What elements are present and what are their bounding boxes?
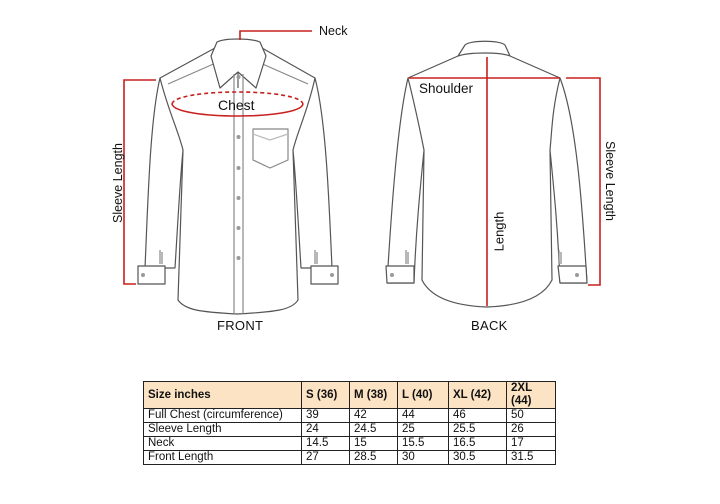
neck-label: Neck bbox=[319, 24, 348, 38]
table-cell: 25.5 bbox=[448, 422, 507, 437]
back-caption: BACK bbox=[471, 318, 508, 333]
front-sleeve-length-label: Sleeve Length bbox=[111, 143, 125, 223]
row-label: Neck bbox=[143, 436, 302, 451]
table-cell: 15 bbox=[349, 436, 398, 451]
header-cell: Size inches bbox=[143, 381, 302, 409]
table-cell: 24.5 bbox=[349, 422, 398, 437]
table-cell: 17 bbox=[506, 436, 556, 451]
table-cell: 39 bbox=[301, 408, 350, 423]
table-cell: 24 bbox=[301, 422, 350, 437]
table-row: Full Chest (circumference) 39 42 44 46 5… bbox=[143, 408, 556, 423]
table-cell: 15.5 bbox=[397, 436, 449, 451]
front-shirt bbox=[137, 38, 339, 315]
table-cell: 30.5 bbox=[448, 450, 507, 465]
table-row: Neck 14.5 15 15.5 16.5 17 bbox=[143, 436, 556, 451]
table-header-row: Size inches S (36) M (38) L (40) XL (42)… bbox=[143, 381, 556, 409]
row-label: Front Length bbox=[143, 450, 302, 465]
back-sleeve-length-label: Sleeve Length bbox=[603, 141, 617, 221]
table-cell: 44 bbox=[397, 408, 449, 423]
header-cell: S (36) bbox=[301, 381, 350, 409]
length-label: Length bbox=[491, 211, 507, 252]
table-cell: 27 bbox=[301, 450, 350, 465]
table-row: Sleeve Length 24 24.5 25 25.5 26 bbox=[143, 422, 556, 437]
table-cell: 14.5 bbox=[301, 436, 350, 451]
table-cell: 26 bbox=[506, 422, 556, 437]
table-cell: 42 bbox=[349, 408, 398, 423]
header-cell: XL (42) bbox=[448, 381, 507, 409]
table-cell: 25 bbox=[397, 422, 449, 437]
table-cell: 50 bbox=[506, 408, 556, 423]
header-cell: L (40) bbox=[397, 381, 449, 409]
chest-label: Chest bbox=[218, 97, 255, 113]
row-label: Full Chest (circumference) bbox=[143, 408, 302, 423]
table-cell: 30 bbox=[397, 450, 449, 465]
table-cell: 16.5 bbox=[448, 436, 507, 451]
header-cell: M (38) bbox=[349, 381, 398, 409]
header-cell: 2XL (44) bbox=[506, 381, 556, 409]
shoulder-label: Shoulder bbox=[419, 81, 474, 96]
front-caption: FRONT bbox=[217, 318, 264, 333]
table-cell: 31.5 bbox=[506, 450, 556, 465]
shirt-diagram bbox=[123, 30, 601, 315]
front-measure-lines bbox=[123, 30, 312, 285]
table-cell: 46 bbox=[448, 408, 507, 423]
table-row: Front Length 27 28.5 30 30.5 31.5 bbox=[143, 450, 556, 465]
back-measure-lines bbox=[409, 57, 601, 306]
table-cell: 28.5 bbox=[349, 450, 398, 465]
size-chart-table: Size inches S (36) M (38) L (40) XL (42)… bbox=[143, 381, 556, 465]
row-label: Sleeve Length bbox=[143, 422, 302, 437]
